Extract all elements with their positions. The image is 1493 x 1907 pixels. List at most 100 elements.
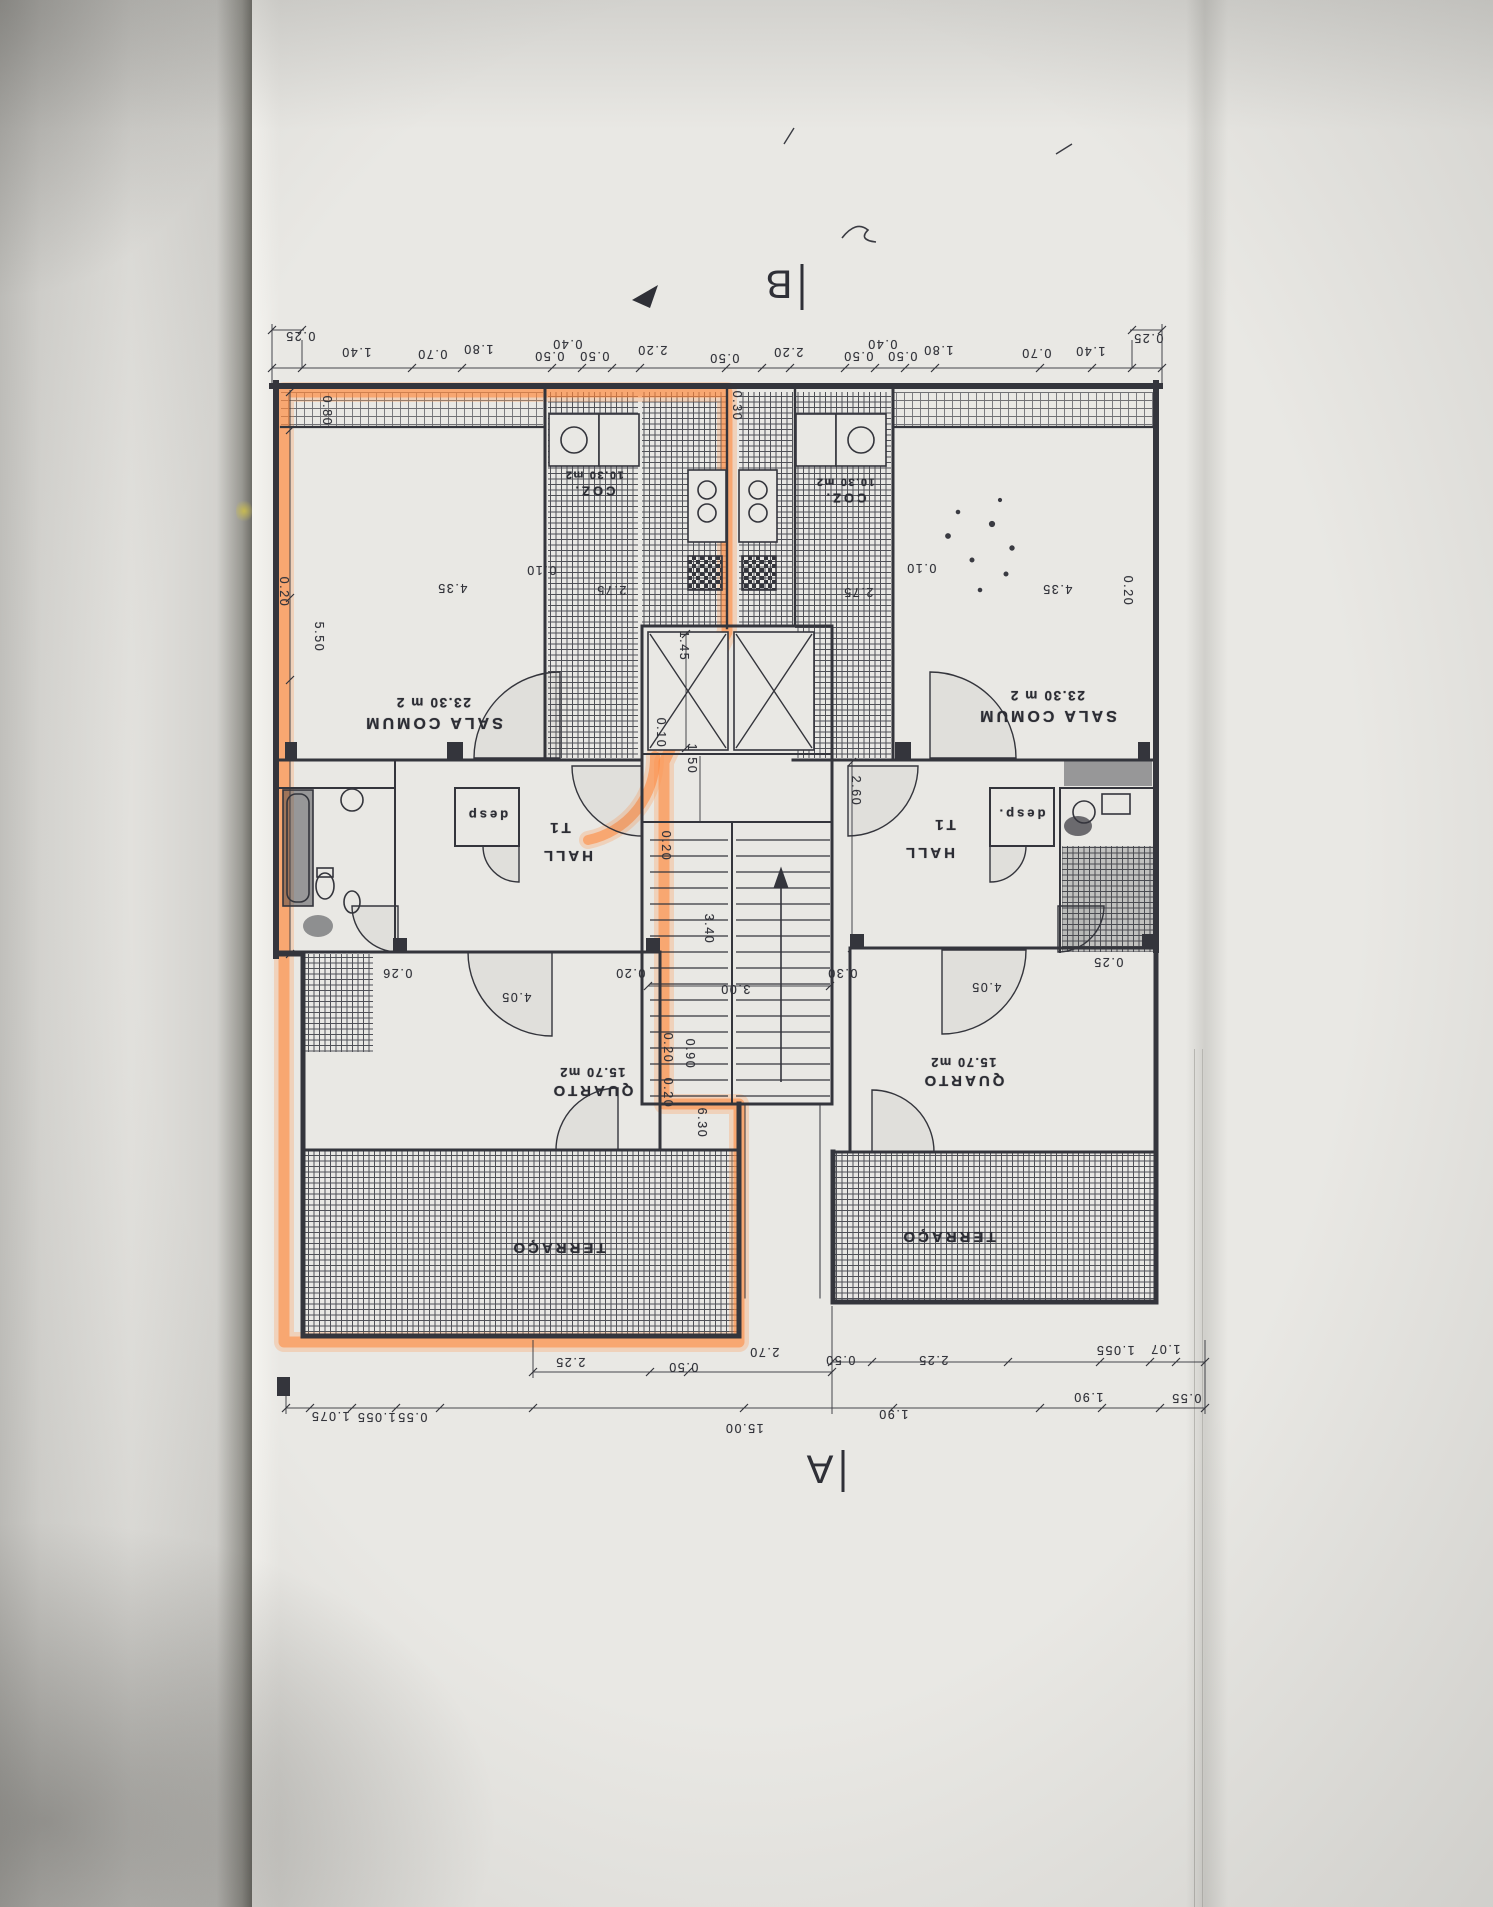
dimension-label: 0.80 — [320, 395, 334, 427]
underlying-page-edge — [1194, 1048, 1195, 1907]
dimension-label: 1.45 — [677, 630, 691, 662]
door-jambs — [277, 742, 1156, 1396]
dimension-label: 4.05 — [970, 980, 1002, 994]
dimension-label: 1.80 — [922, 343, 954, 357]
dimension-ticks — [827, 1357, 1210, 1367]
dimension-ticks — [267, 363, 1167, 373]
underlying-page-edge — [1202, 1048, 1203, 1907]
dimension-label: 0.20 — [659, 830, 673, 862]
dimension-label: 3.00 — [719, 982, 751, 996]
dimension-label: 0.26 — [381, 966, 413, 980]
dimension-label: 15.00 — [724, 1421, 764, 1435]
corner-shadow — [0, 0, 260, 300]
dimension-ticks — [681, 629, 691, 753]
dimension-label: 0.20 — [661, 1032, 675, 1064]
dimension-label: 4.35 — [1041, 582, 1073, 596]
room-label: desp. — [996, 806, 1046, 822]
room-label: TERRAÇO — [510, 1238, 606, 1256]
dimension-label: 1.055 — [1095, 1343, 1135, 1357]
dimension-label: 2.25 — [917, 1353, 949, 1367]
dimension-label: 6.30 — [695, 1107, 709, 1139]
dimension-label: 2.75 — [842, 585, 874, 599]
room-label: COZ.10.30 m2 — [815, 475, 875, 506]
door-swing — [482, 845, 520, 883]
dimension-label: 0.20 — [277, 576, 291, 608]
dimension-label: 0.55 — [1170, 1391, 1202, 1405]
door-swing — [351, 905, 399, 953]
door-swing — [847, 765, 919, 837]
dimension-label: 2.60 — [849, 775, 863, 807]
room-label: COZ.10.30 m2 — [564, 468, 624, 499]
dimension-label: 1.90 — [877, 1407, 909, 1421]
dimension-ticks — [643, 981, 835, 991]
door-swing — [989, 845, 1027, 883]
dimension-label: 0.25 — [1132, 331, 1164, 345]
dimension-label: 0.30 — [730, 390, 744, 422]
top-shadow — [0, 0, 1493, 130]
pen-marks — [783, 127, 1073, 593]
dimension-label: 2.70 — [748, 1345, 780, 1359]
dimension-label: 1.07 — [1149, 1342, 1181, 1356]
room-label: T1 — [932, 815, 956, 833]
dimension-label: 2.20 — [636, 343, 668, 357]
dimension-label: 4.35 — [436, 581, 468, 595]
dimension-label: 0.20 — [614, 966, 646, 980]
dimension-label: 0.30 — [826, 966, 858, 980]
door-swing — [467, 951, 553, 1037]
dimension-label: 1.40 — [340, 345, 372, 359]
dimension-ticks — [847, 757, 857, 953]
dimension-label: 1.90 — [1072, 1390, 1104, 1404]
stair-treads — [650, 839, 830, 1097]
door-swing — [473, 671, 561, 759]
dimension-lines — [271, 324, 1206, 1414]
room-label: HALL — [903, 843, 955, 861]
book-left-page — [0, 0, 252, 1907]
dimension-label: 1.50 — [685, 743, 699, 775]
dimension-label: 0.50 — [667, 1360, 699, 1374]
dimension-label: 0.10 — [654, 717, 668, 749]
section-b-arrow — [632, 264, 804, 310]
dimension-ticks — [281, 1403, 1210, 1413]
paper-stain — [236, 498, 252, 524]
corner-shadow — [0, 1480, 560, 1907]
sheet-right-edge-shadow — [1186, 0, 1228, 1907]
dimension-label: 2.75 — [595, 583, 627, 597]
bathroom-fixtures — [282, 760, 1152, 937]
dimension-label: 5.50 — [312, 621, 326, 653]
dimension-label: 0.50 — [842, 349, 874, 363]
dimension-label: 0.20 — [661, 1077, 675, 1109]
room-label: HALL — [541, 846, 593, 864]
room-label: desp — [465, 807, 509, 823]
section-marker-b: B — [765, 261, 793, 306]
dimension-label: 0.10 — [525, 563, 557, 577]
door-swing — [555, 1087, 619, 1151]
dimension-label: 0.70 — [1020, 346, 1052, 360]
dimension-ticks — [528, 1367, 837, 1377]
dimension-label: 2.25 — [554, 1355, 586, 1369]
room-label: T1 — [547, 818, 571, 836]
dimension-label: 0.50 — [886, 349, 918, 363]
dimension-label: 0.10 — [905, 561, 937, 575]
door-swing — [1057, 905, 1105, 953]
dimension-label: 0.20 — [1121, 575, 1135, 607]
dimension-label: 4.05 — [500, 990, 532, 1004]
dimension-label: 0.50 — [578, 349, 610, 363]
dimension-label: 0.55 — [396, 1410, 428, 1424]
door-swing — [871, 1089, 935, 1153]
room-label: TERRAÇO — [900, 1227, 996, 1245]
dimension-label: 1.075 — [310, 1409, 350, 1423]
dimension-label: 3.40 — [702, 913, 716, 945]
dimension-ticks — [267, 325, 1167, 335]
dimension-label: 1.40 — [1074, 344, 1106, 358]
dimension-ticks — [285, 387, 295, 959]
dimension-label: 0.90 — [683, 1038, 697, 1070]
dimension-label: 0.70 — [416, 347, 448, 361]
dimension-label: 0.25 — [1092, 955, 1124, 969]
dimension-label: 1.80 — [462, 342, 494, 356]
